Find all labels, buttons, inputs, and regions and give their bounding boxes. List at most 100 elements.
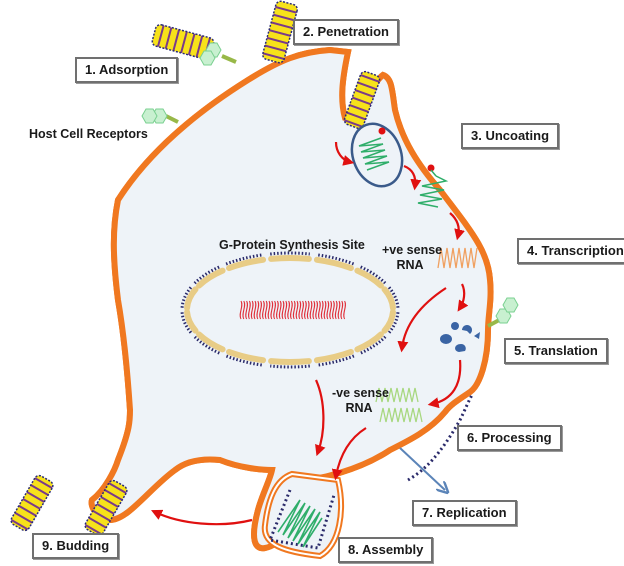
arrow-transcription-to-translation [457,283,469,312]
dna-strand [304,300,307,320]
positive-sense-rna-label: +ve sense RNA [382,243,443,273]
dna-strand [250,300,254,320]
nucleus-segment [313,348,354,364]
stage-label-assembly: 8. Assembly [338,537,434,563]
dna-strand [264,300,268,320]
dna-strand [343,300,346,320]
dna-strand [248,300,251,320]
stage-label-adsorption: 1. Adsorption [75,57,179,83]
flow-arrows [151,141,469,526]
nucleus-spikes [270,251,310,256]
dna-strand [298,300,302,320]
dna-strand [309,300,313,320]
nucleus-segment [268,255,312,262]
stage-label-processing: 6. Processing [457,425,562,451]
dna-strand [323,300,327,320]
dna-strand [284,300,288,320]
dna-strand [262,300,265,320]
assembly-bud [261,470,344,560]
dna-strand [318,300,321,320]
dna-strand [239,300,243,320]
negative-sense-rna-label-line1: -ve sense [332,386,389,400]
dna-strand [242,300,246,320]
dna-strand [267,300,271,320]
dna-strand [276,300,279,320]
dna-strand [334,300,338,320]
nucleus-segment [196,331,226,353]
arrow-rna-to-transcription [449,212,465,241]
arrow-assembly-to-budding [151,509,253,526]
translation-products [440,322,480,352]
arrow-penetration-to-uncoating [334,141,355,166]
nucleus-segment [313,256,354,272]
dna-strand [287,300,290,320]
nucleus-segment [184,286,199,311]
nucleus-spikes [318,354,355,367]
assembly-envelope-spikes [267,489,336,550]
nucleus-spikes [387,312,400,334]
dna-strand [312,300,316,320]
released-rna [417,164,449,208]
nucleus-segment [268,358,312,365]
nucleus-segment [381,309,396,334]
arrow-positive-rna-to-nucleus [397,287,447,353]
stage-label-penetration: 2. Penetration [293,19,399,45]
stage-label-transcription: 4. Transcription [517,238,624,264]
dna-strand [337,300,341,320]
dna-strand [273,300,276,320]
nucleus-segment [184,309,199,334]
negative-sense-rna-1 [375,387,419,403]
stage-label-translation: 5. Translation [504,338,608,364]
nucleus-spikes [180,312,193,334]
host-cell-receptors-label: Host Cell Receptors [29,127,148,141]
arrow-uncoating-to-rna [403,164,422,191]
receptor-host [141,108,179,124]
dna-strand [292,300,296,320]
virion-entering [343,70,381,130]
arrow-negative-rna-to-assembly [331,427,367,481]
g-protein-site-label: G-Protein Synthesis Site [219,238,365,252]
dna-strand [301,300,304,320]
nucleus-spikes [180,286,193,308]
dna-strand [306,300,310,320]
nucleus-segment [354,331,384,353]
dna-strand [326,300,330,320]
stage-label-replication: 7. Replication [412,500,517,526]
dna-strand [315,300,318,320]
dna-strand [290,300,293,320]
negative-sense-rna-label: -ve sense RNA [332,386,389,416]
nucleus-spikes [225,354,262,367]
nucleus [180,251,400,369]
dna-strand [253,300,257,320]
dna-strand [340,300,344,320]
dna-strand [256,300,260,320]
nucleus-spikes [225,253,262,266]
stage-label-budding: 9. Budding [32,533,120,559]
dna-strand [329,300,332,320]
negative-sense-rna-label-line2: RNA [345,401,373,415]
dna-strand [295,300,299,320]
positive-sense-rna [437,247,478,269]
stage-label-uncoating: 3. Uncoating [461,123,560,149]
nucleus-segment [226,256,267,272]
dna-strand [259,300,262,320]
positive-sense-rna-label-line1: +ve sense [382,243,443,257]
nucleus-segment [196,267,226,289]
nucleus-spikes [360,265,387,285]
arrow-translation-to-negative-rna [427,359,462,409]
nucleus-segment [354,267,384,289]
arrow-replication [399,447,445,490]
positive-sense-rna-label-line2: RNA [396,258,424,272]
nucleus-spikes [193,335,220,355]
processing-spikes [407,394,474,482]
dna-strand [278,300,282,320]
dna-helix [239,300,346,320]
receptor-translation [487,297,519,328]
nucleus-spikes [387,286,400,308]
dna-strand [245,300,248,320]
virion-budding [84,479,128,537]
receptor-adsorption [199,42,237,66]
dna-strand [332,300,335,320]
nucleus-spikes [193,265,220,285]
